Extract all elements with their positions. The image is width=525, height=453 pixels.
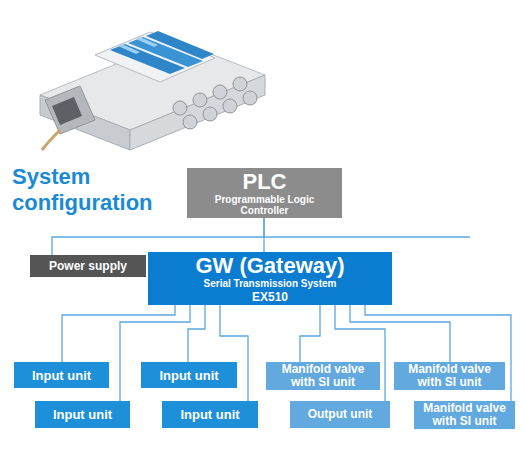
- box-label: Input unit: [159, 368, 218, 383]
- box-label: Input unit: [53, 407, 112, 422]
- connector-line: [62, 305, 175, 362]
- power-box: Power supply: [30, 255, 146, 277]
- box-label: Manifold valve with SI unit: [418, 402, 511, 428]
- box-label: Input unit: [32, 368, 91, 383]
- box-label: GW (Gateway): [195, 254, 344, 278]
- box-label: Manifold valve with SI unit: [398, 363, 501, 389]
- input-box: Input unit: [162, 401, 258, 428]
- box-label: Input unit: [180, 407, 239, 422]
- connector-line: [52, 218, 264, 255]
- controller-box: PLCProgrammable Logic Controller: [187, 168, 342, 218]
- gateway-box: GW (Gateway)Serial Transmission SystemEX…: [148, 252, 392, 305]
- diagram-title: System configuration: [12, 164, 177, 216]
- box-label: Output unit: [308, 408, 373, 421]
- unit-box: Manifold valve with SI unit: [394, 362, 505, 390]
- box-label: Power supply: [49, 259, 127, 273]
- input-box: Input unit: [35, 401, 130, 428]
- box-label: PLC: [243, 170, 287, 194]
- valve-manifold: [40, 31, 265, 150]
- connector-line: [300, 305, 320, 362]
- box-sublabel: Serial Transmission System: [204, 278, 337, 290]
- input-box: Input unit: [14, 362, 109, 388]
- box-label: Manifold valve with SI unit: [270, 363, 376, 389]
- wire: [264, 237, 470, 238]
- unit-box: Manifold valve with SI unit: [414, 401, 515, 429]
- unit-box: Manifold valve with SI unit: [266, 362, 380, 390]
- connector-line: [365, 305, 511, 401]
- box-sublabel: EX510: [252, 290, 288, 304]
- unit-box: Output unit: [290, 401, 390, 428]
- box-sublabel: Programmable Logic Controller: [191, 194, 338, 216]
- input-box: Input unit: [141, 362, 237, 388]
